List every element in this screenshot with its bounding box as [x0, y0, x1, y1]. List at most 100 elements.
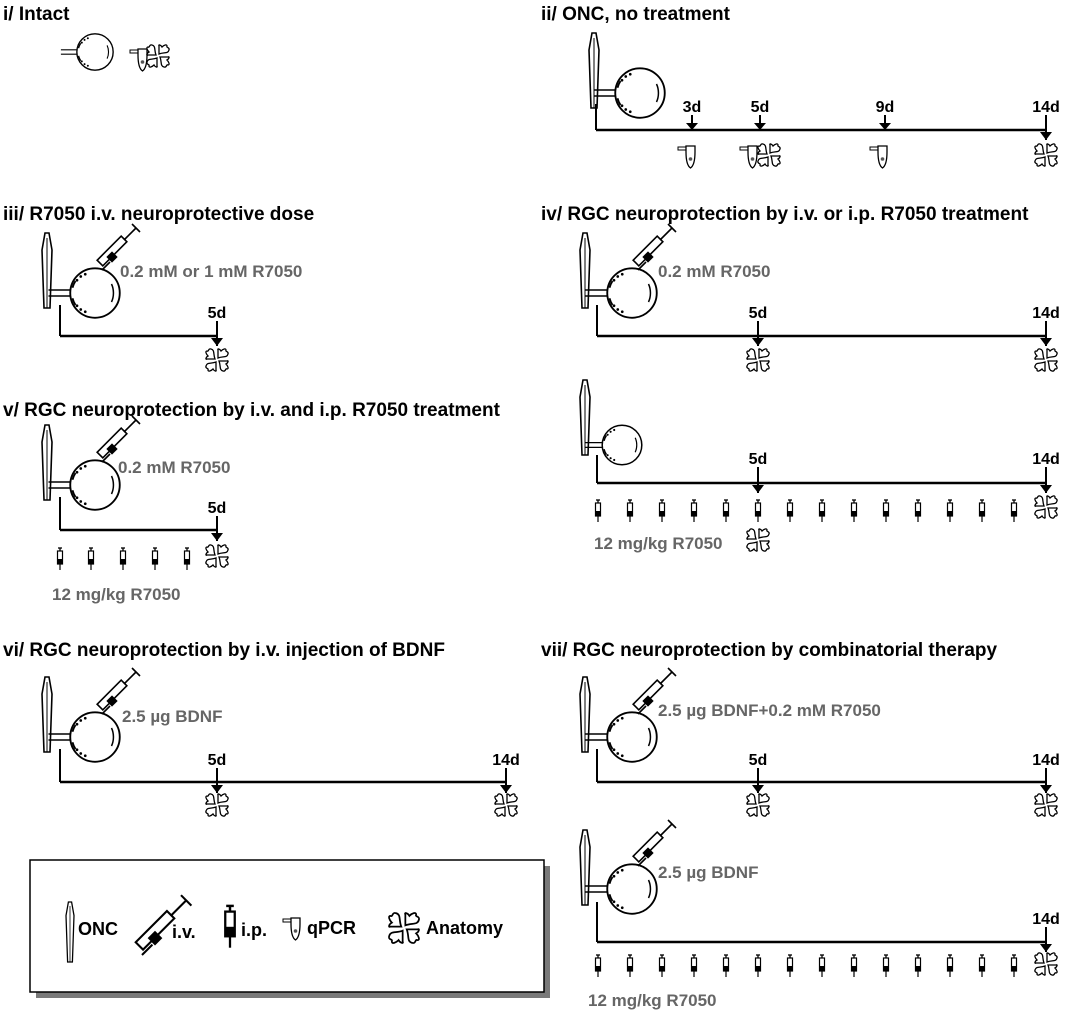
marker-5d: 5d	[746, 752, 770, 817]
day-label: 5d	[749, 451, 768, 468]
marker-5d: 5d	[205, 305, 229, 372]
ip-dose-label: 12 mg/kg R7050	[52, 585, 181, 604]
ip-syringe-icon	[754, 954, 762, 978]
panel-v: v/ RGC neuroprotection by i.v. and i.p. …	[3, 400, 501, 604]
day-label: 14d	[1032, 99, 1060, 116]
ip-syringe-icon	[722, 499, 730, 523]
anatomy-icon	[746, 793, 770, 817]
ip-syringe-icon	[626, 954, 634, 978]
panel-iii: iii/ R7050 i.v. neuroprotective dose 0.2…	[3, 204, 314, 372]
anatomy-icon	[1034, 952, 1058, 976]
tube-icon	[739, 145, 758, 169]
dose-label: 2.5 µg BDNF+0.2 mM R7050	[658, 701, 881, 720]
panel-ii-title: ii/ ONC, no treatment	[541, 4, 731, 25]
day-label: 5d	[208, 305, 227, 322]
legend-onc-label: ONC	[78, 919, 118, 939]
anatomy-icon	[146, 44, 170, 68]
panel-iv: iv/ RGC neuroprotection by i.v. or i.p. …	[541, 204, 1060, 553]
day-label: 14d	[1032, 911, 1060, 928]
day-label: 14d	[492, 752, 520, 769]
ip-syringe-icon	[1010, 499, 1018, 523]
day-label: 5d	[208, 752, 227, 769]
day-label: 5d	[749, 752, 768, 769]
ip-syringe-icon	[850, 499, 858, 523]
ip-syringe-icon	[119, 547, 127, 571]
anatomy-icon	[494, 793, 518, 817]
legend-ip-label: i.p.	[241, 920, 267, 940]
ip-syringe-icon	[87, 547, 95, 571]
dose-label: 2.5 µg BDNF	[658, 863, 758, 882]
eye-icon	[592, 67, 666, 119]
panel-vi: vi/ RGC neuroprotection by i.v. injectio…	[3, 640, 520, 817]
forceps-icon	[579, 379, 591, 456]
marker-14d: 14d	[1032, 305, 1060, 372]
panel-iii-title: iii/ R7050 i.v. neuroprotective dose	[3, 204, 314, 225]
panel-vii: vii/ RGC neuroprotection by combinatoria…	[541, 640, 1060, 1010]
anatomy-icon	[205, 793, 229, 817]
anatomy-icon	[1034, 793, 1058, 817]
ip-syringe-icon	[882, 954, 890, 978]
marker-5d: 5d	[746, 305, 770, 372]
day-label: 3d	[683, 99, 702, 116]
panel-vi-title: vi/ RGC neuroprotection by i.v. injectio…	[3, 640, 445, 661]
marker-5d: 5d	[205, 752, 229, 817]
marker-14d: 14d	[1032, 99, 1060, 167]
ip-syringe-icon	[658, 954, 666, 978]
anatomy-icon	[205, 544, 229, 568]
ip-syringe-icon	[183, 547, 191, 571]
ip-syringe-icon	[978, 954, 986, 978]
ip-syringe-icon	[690, 954, 698, 978]
anatomy-icon	[746, 348, 770, 372]
ip-syringe-icon	[690, 499, 698, 523]
tube-icon	[869, 145, 888, 169]
ip-syringe-icon	[786, 954, 794, 978]
ip-syringe-icon	[722, 954, 730, 978]
ip-syringe-icon	[914, 954, 922, 978]
ip-syringe-icon	[754, 499, 762, 523]
panel-i: i/ Intact	[3, 4, 170, 72]
anatomy-icon	[1034, 348, 1058, 372]
ip-syringe-icon	[882, 499, 890, 523]
eye-icon	[60, 33, 114, 71]
ip-syringe-icon	[818, 499, 826, 523]
marker-3d: 3d	[677, 99, 702, 169]
marker-9d: 9d	[869, 99, 894, 169]
legend: ONC i.v. i.p. qPCR Anatomy	[29, 859, 550, 998]
ip-syringe-icon	[914, 499, 922, 523]
panel-vii-title: vii/ RGC neuroprotection by combinatoria…	[541, 640, 997, 661]
anatomy-icon	[757, 143, 781, 167]
ip-injections	[56, 547, 191, 571]
legend-qpcr-label: qPCR	[307, 918, 356, 938]
ip-syringe-icon	[594, 954, 602, 978]
panel-iv-title: iv/ RGC neuroprotection by i.v. or i.p. …	[541, 204, 1029, 225]
ip-syringe-icon	[850, 954, 858, 978]
day-label: 5d	[208, 500, 227, 517]
panel-v-title: v/ RGC neuroprotection by i.v. and i.p. …	[3, 400, 501, 421]
marker-14d: 14d	[1032, 752, 1060, 817]
forceps-icon	[579, 829, 591, 906]
marker-5d: 5d	[739, 99, 781, 169]
tube-icon	[129, 48, 148, 72]
marker-14d: 14d	[1032, 451, 1060, 519]
dose-label: 2.5 µg BDNF	[122, 707, 222, 726]
day-label: 5d	[751, 99, 770, 116]
marker-14d: 14d	[1032, 911, 1060, 976]
ip-syringe-icon	[946, 499, 954, 523]
ip-dose-label: 12 mg/kg R7050	[588, 991, 717, 1010]
marker-14d: 14d	[492, 752, 520, 817]
dose-label: 0.2 mM R7050	[118, 458, 230, 477]
ip-syringe-icon	[594, 499, 602, 523]
marker-5d: 5d	[746, 451, 770, 552]
anatomy-icon	[746, 528, 770, 552]
marker-5d: 5d	[205, 500, 229, 568]
anatomy-icon	[205, 348, 229, 372]
ip-syringe-icon	[818, 954, 826, 978]
eye-icon	[584, 424, 643, 466]
anatomy-icon	[1034, 143, 1058, 167]
ip-syringe-icon	[786, 499, 794, 523]
day-label: 14d	[1032, 305, 1060, 322]
dose-label: 0.2 mM R7050	[658, 262, 770, 281]
ip-syringe-icon	[978, 499, 986, 523]
ip-syringe-icon	[626, 499, 634, 523]
tube-icon	[677, 145, 696, 169]
